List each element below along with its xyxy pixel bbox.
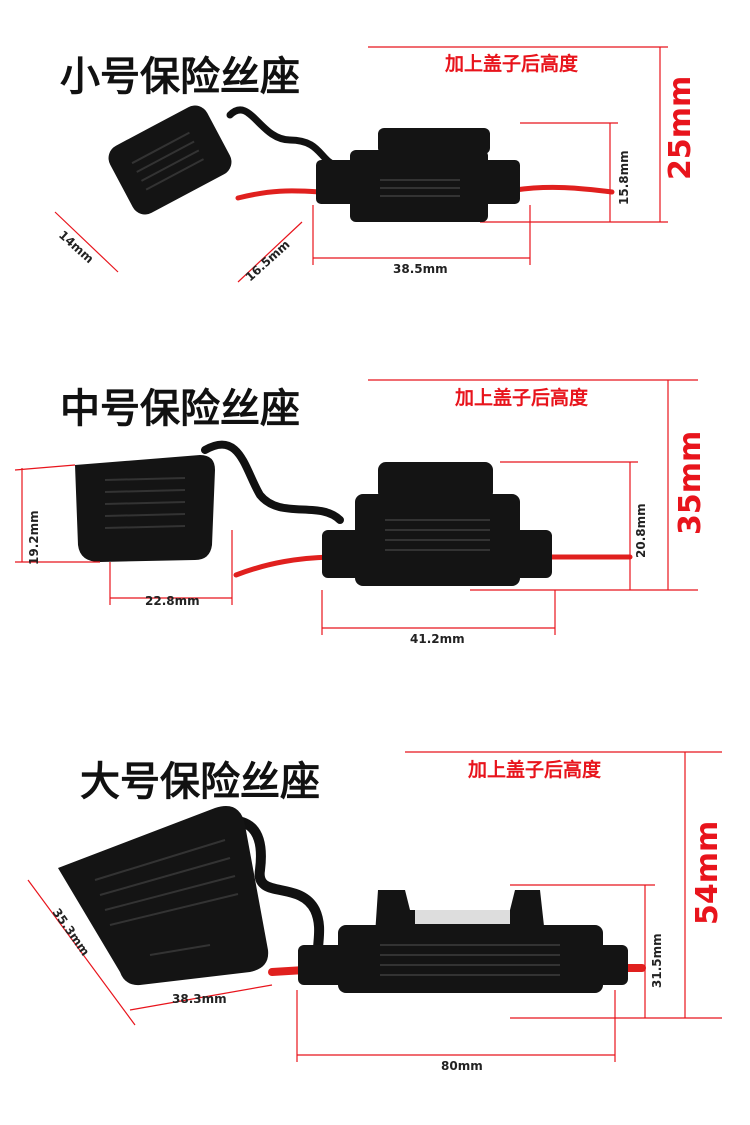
body-height-label: 20.8mm [634,503,648,558]
wire-left [235,188,323,201]
cap-length-label: 38.3mm [172,992,227,1006]
cap-strap [226,106,339,169]
body-height-label: 31.5mm [650,933,664,988]
cap-length-dimension [237,221,303,283]
cap [108,105,232,215]
cap-length-label: 16.5mm [243,237,293,284]
fuse-body-sides [322,530,552,578]
section-title: 大号保险丝座 [80,759,320,805]
total-height-label: 54mm [690,821,725,925]
cap-width-dimension [54,211,119,273]
fuse-top [378,462,493,500]
cap-length-dimension [129,984,273,1011]
fuse-top [378,128,490,154]
cap-height-note: 加上盖子后高度 [454,386,589,409]
body-length-label: 80mm [441,1059,483,1073]
cap-width-label: 14mm [56,228,96,266]
cap-strap [201,440,344,524]
section-medium-fuse-holder: 中号保险丝座 加上盖子后高度 35mm 20.8mm 41.2mm 19.2mm… [14,379,708,646]
section-title: 小号保险丝座 [60,54,300,100]
wire-left [233,554,333,578]
cap-height-note: 加上盖子后高度 [467,758,602,781]
body-height-label: 15.8mm [617,150,631,205]
wire-right [512,184,615,195]
section-title: 中号保险丝座 [60,386,300,432]
cap-length-label: 22.8mm [145,594,200,608]
cap-strap [210,815,325,955]
total-height-label: 35mm [673,431,708,535]
section-large-fuse-holder: 大号保险丝座 加上盖子后高度 54mm 31.5mm 80mm 35.3mm 3… [27,751,725,1073]
section-small-fuse-holder: 小号保险丝座 加上盖子后高度 25mm 15.8mm 38.5mm 14mm 1… [54,46,698,284]
total-height-label: 25mm [663,76,698,180]
body-length-label: 38.5mm [393,262,448,276]
cap-width-label: 19.2mm [27,510,41,565]
body-length-label: 41.2mm [410,632,465,646]
cap-height-note: 加上盖子后高度 [444,52,579,75]
fuse-body-sides [316,160,520,204]
cap-width-dimension [27,879,136,1026]
fuse-blade-window [415,910,510,924]
cap [75,455,215,562]
